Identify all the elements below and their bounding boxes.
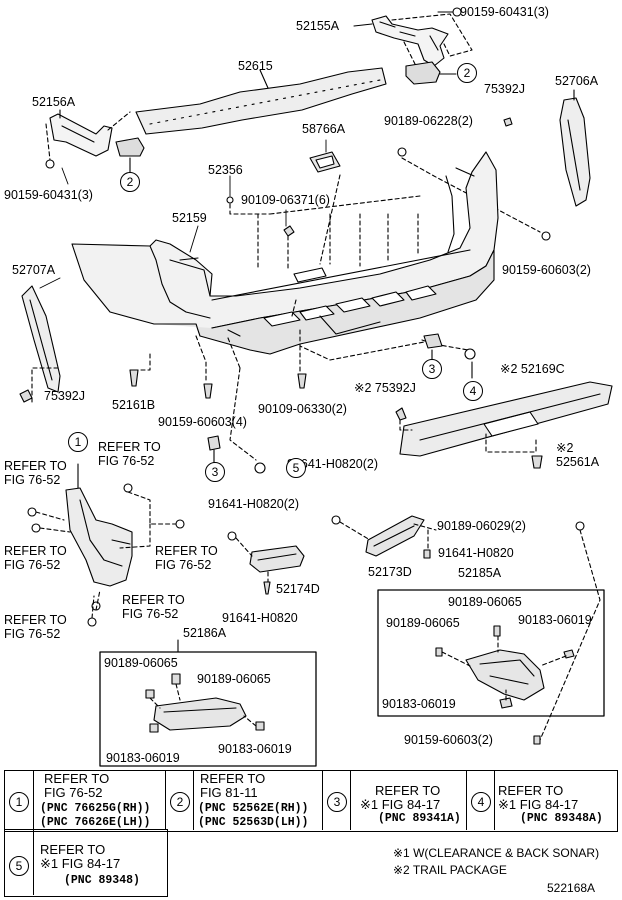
label-91641-h0820-c: 91641-H0820 bbox=[222, 611, 298, 625]
label-90189-06029: 90189-06029(2) bbox=[437, 519, 526, 533]
legend-callout-2: 2 bbox=[170, 792, 190, 812]
label-75392j-top: 75392J bbox=[484, 82, 526, 96]
label-refer-mid: REFER TO FIG 76-52 bbox=[155, 544, 218, 572]
label-90189-06228: 90189-06228(2) bbox=[384, 114, 473, 128]
label-90159-60603-2-bottom: 90159-60603(2) bbox=[404, 733, 493, 747]
label-b2-90189-06065-a: 90189-06065 bbox=[448, 595, 522, 609]
label-52174d: 52174D bbox=[276, 582, 320, 596]
label-90159-60431-3-left: 90159-60431(3) bbox=[4, 188, 93, 202]
label-52156a: 52156A bbox=[32, 95, 76, 109]
legend-pnc-3: (PNC 89341A) bbox=[378, 812, 461, 825]
mudguard-left bbox=[65, 487, 133, 587]
label-91641-h0820-2-b: 91641-H0820(2) bbox=[287, 457, 379, 471]
label-90159-60431-3-top: 90159-60431(3) bbox=[460, 5, 549, 19]
callout-2-top: 2 bbox=[457, 63, 477, 83]
footnote-2: ※2 TRAIL PACKAGE bbox=[393, 863, 507, 877]
label-91641-h0820-r: 91641-H0820 bbox=[438, 546, 514, 560]
label-91641-h0820-2-a: 91641-H0820(2) bbox=[208, 497, 300, 511]
label-52161b: 52161B bbox=[112, 398, 156, 412]
bracket-box-52185a-part bbox=[465, 649, 545, 701]
label-b1-90189-06065-b: 90189-06065 bbox=[197, 672, 271, 686]
callout-5-low: 5 bbox=[286, 458, 306, 478]
legend-callout-5: 5 bbox=[9, 856, 29, 876]
bracket-52174d bbox=[249, 545, 305, 573]
label-52185a: 52185A bbox=[458, 566, 502, 580]
bracket-box-52186a-part bbox=[153, 697, 247, 731]
label-52356: 52356 bbox=[208, 163, 243, 177]
label-52561a: 52561A bbox=[556, 455, 600, 469]
label-b2-90183-06019-a: 90183-06019 bbox=[518, 613, 592, 627]
label-refer-low: REFER TO FIG 76-52 bbox=[122, 593, 185, 621]
retainer-52706a bbox=[559, 97, 591, 207]
callout-1-left: 1 bbox=[68, 432, 88, 452]
label-52707a: 52707A bbox=[12, 263, 56, 277]
label-b1-90183-06019-b: 90183-06019 bbox=[218, 742, 292, 756]
label-52186a: 52186A bbox=[183, 626, 227, 640]
label-90159-60603-4: 90159-60603(4) bbox=[158, 415, 247, 429]
label-b1-90183-06019-a: 90183-06019 bbox=[106, 751, 180, 765]
callout-2-left: 2 bbox=[120, 172, 140, 192]
legend-pnc-1: (PNC 76625G(RH)) (PNC 76626E(LH)) bbox=[40, 802, 151, 829]
legend-row-1 bbox=[4, 770, 618, 832]
legend-callout-3: 3 bbox=[327, 792, 347, 812]
callout-3-mid: 3 bbox=[422, 359, 442, 379]
label-52155a: 52155A bbox=[296, 19, 340, 33]
bracket-52156a bbox=[49, 113, 113, 157]
step-pad-52169c bbox=[399, 381, 613, 457]
legend-callout-4: 4 bbox=[471, 792, 491, 812]
callout-3-low: 3 bbox=[205, 462, 225, 482]
label-75392j-left: 75392J bbox=[44, 389, 86, 403]
label-refer-left1: REFER TO FIG 76-52 bbox=[4, 459, 67, 487]
illustration-code: 522168A bbox=[547, 881, 596, 895]
label-75392j-mid: ※2 75392J bbox=[354, 381, 416, 395]
legend-text-5: REFER TO ※1 FIG 84-17 bbox=[40, 842, 121, 871]
legend-text-3: REFER TO ※1 FIG 84-17 bbox=[360, 783, 441, 812]
legend-text-2: REFER TO FIG 81-11 bbox=[200, 771, 266, 800]
legend-row-2 bbox=[4, 829, 168, 897]
legend-text-4: REFER TO ※1 FIG 84-17 bbox=[498, 783, 579, 812]
label-52615: 52615 bbox=[238, 59, 273, 73]
label-refer-left2: REFER TO FIG 76-52 bbox=[4, 544, 67, 572]
label-b1-90189-06065-a: 90189-06065 bbox=[104, 656, 178, 670]
retainer-52707a bbox=[21, 285, 61, 393]
label-52561a-mark: ※2 bbox=[556, 441, 574, 455]
label-90109-06330: 90109-06330(2) bbox=[258, 402, 347, 416]
label-52159: 52159 bbox=[172, 211, 207, 225]
footnote-1: ※1 W(CLEARANCE & BACK SONAR) bbox=[393, 846, 600, 860]
bumper-cover-52159 bbox=[71, 151, 499, 355]
label-90159-60603-2-right: 90159-60603(2) bbox=[502, 263, 591, 277]
label-90109-06371: 90109-06371(6) bbox=[241, 193, 330, 207]
bracket-52155a bbox=[371, 15, 449, 67]
legend-pnc-4: (PNC 89348A) bbox=[520, 812, 603, 825]
legend-callout-1: 1 bbox=[9, 792, 29, 812]
label-52706a: 52706A bbox=[555, 74, 599, 88]
legend-text-1: REFER TO FIG 76-52 bbox=[44, 771, 110, 800]
bracket-52173d bbox=[365, 515, 425, 557]
reinforcement-52615 bbox=[135, 67, 387, 135]
label-b2-90183-06019-b: 90183-06019 bbox=[382, 697, 456, 711]
label-58766a: 58766A bbox=[302, 122, 346, 136]
legend-pnc-2: (PNC 52562E(RH)) (PNC 52563D(LH)) bbox=[198, 802, 309, 829]
label-52169c: ※2 52169C bbox=[500, 362, 565, 376]
callout-4-mid: 4 bbox=[463, 381, 483, 401]
legend-pnc-5: (PNC 89348) bbox=[64, 874, 140, 887]
label-b2-90189-06065-b: 90189-06065 bbox=[386, 616, 460, 630]
label-refer-bottom: REFER TO FIG 76-52 bbox=[4, 613, 67, 641]
label-52173d: 52173D bbox=[368, 565, 412, 579]
label-refer-top: REFER TO FIG 76-52 bbox=[98, 440, 161, 468]
